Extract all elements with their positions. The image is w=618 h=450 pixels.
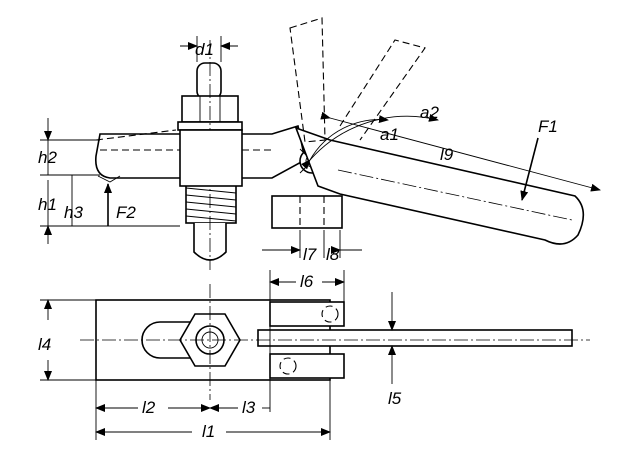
label-f2: F2	[116, 203, 136, 222]
label-l9: l9	[440, 145, 454, 164]
force-f1-arrow	[520, 137, 539, 201]
lever-phantom	[95, 17, 426, 143]
label-d1: d1	[195, 40, 214, 59]
label-l5: l5	[388, 389, 402, 408]
bolt	[177, 40, 243, 270]
plan-lever-bar	[257, 329, 573, 347]
label-l4: l4	[38, 335, 51, 354]
base-block	[271, 195, 343, 229]
plan-bracket-lower	[269, 353, 345, 379]
plan-view: l4 l2 l3 l1 l6 l5	[38, 270, 590, 441]
label-l8: l8	[326, 245, 340, 264]
label-h1: h1	[38, 195, 57, 214]
plan-bracket-upper	[269, 301, 345, 327]
side-view: d1 h2 h1 h3 F2 F1 a1 a2 l9 l7 l8	[38, 17, 601, 270]
clamp-arm	[94, 124, 325, 187]
label-l6: l6	[300, 272, 314, 291]
label-a1: a1	[380, 125, 399, 144]
label-l1: l1	[202, 422, 215, 441]
label-f1: F1	[538, 117, 558, 136]
l9-dimension	[320, 111, 601, 192]
label-a2: a2	[420, 103, 439, 122]
label-l2: l2	[142, 398, 156, 417]
l7-l8-dimensions	[262, 230, 362, 258]
label-h3: h3	[64, 203, 83, 222]
label-h2: h2	[38, 148, 57, 167]
height-dimensions	[40, 118, 180, 244]
label-l3: l3	[242, 398, 256, 417]
d1-dimension	[180, 36, 238, 62]
label-l7: l7	[303, 245, 317, 264]
